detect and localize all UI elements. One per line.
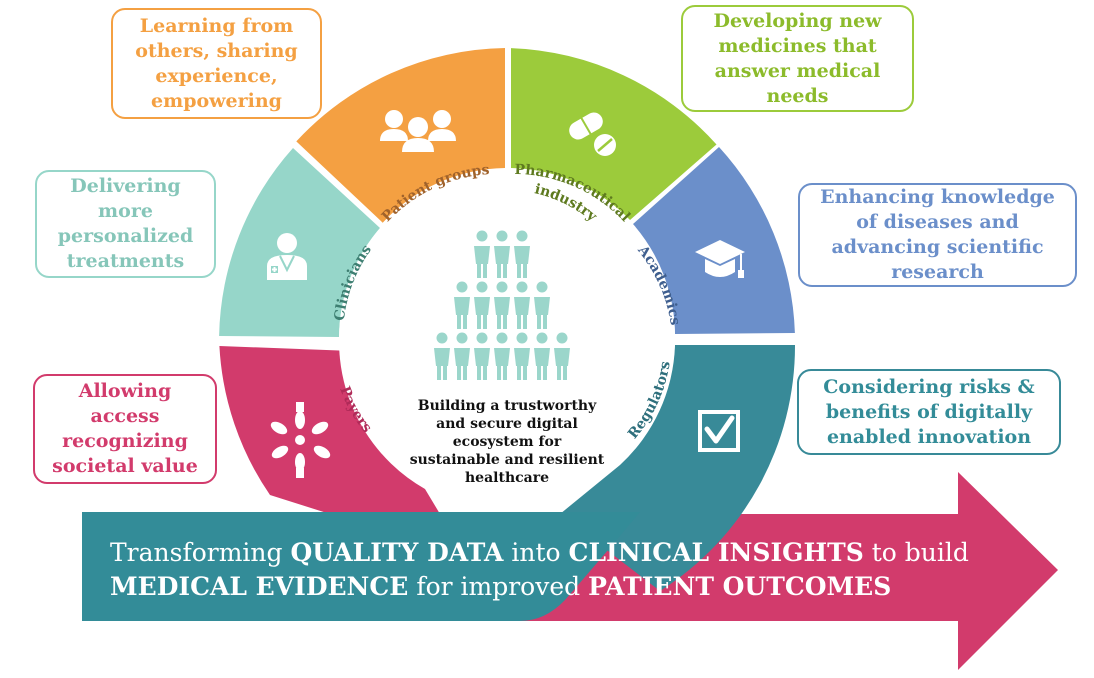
callout-clinicians-line-3: personalized: [57, 225, 194, 247]
callout-clinicians-line-4: treatments: [66, 250, 185, 272]
pills-icon: [569, 112, 616, 156]
callout-academics-line-3: advancing scientific: [831, 236, 1044, 258]
callout-patient-groups-line-3: experience,: [155, 64, 278, 87]
banner-text-1c: into: [503, 538, 569, 567]
callout-patient-groups-line-4: empowering: [151, 89, 282, 112]
callout-regulators-line-1: Considering risks &: [823, 375, 1035, 398]
callout-clinicians-line-2: more: [98, 200, 153, 222]
callout-academics-line-1: Enhancing knowledge: [820, 186, 1055, 208]
checkbox-icon: [698, 410, 740, 452]
segment-clinicians: [219, 148, 380, 337]
center-line-4: sustainable and resilient: [410, 452, 605, 468]
banner-patient-outcomes: PATIENT OUTCOMES: [588, 572, 892, 601]
callout-payers-line-4: societal value: [52, 455, 198, 477]
center-line-3: ecosystem for: [453, 434, 562, 450]
banner: [82, 512, 640, 621]
callout-pharma-line-4: needs: [766, 84, 829, 107]
banner-clinical-insights: CLINICAL INSIGHTS: [568, 538, 864, 567]
callout-regulators-line-2: benefits of digitally: [825, 400, 1033, 423]
callout-patient-groups: Learning from others, sharing experience…: [111, 8, 322, 119]
segment-payers: [219, 346, 440, 514]
callout-patient-groups-line-1: Learning from: [139, 14, 294, 37]
banner-line-2: MEDICAL EVIDENCE for improved PATIENT OU…: [110, 570, 990, 604]
center-line-5: healthcare: [465, 470, 549, 486]
banner-line-1: Transforming QUALITY DATA into CLINICAL …: [110, 536, 990, 570]
banner-quality-data: QUALITY DATA: [290, 538, 504, 567]
center-line-2: and secure digital: [436, 416, 578, 432]
people-group-icon: [380, 110, 456, 152]
segment-academics: [633, 147, 795, 334]
segment-pharma: [511, 48, 717, 220]
callout-pharma-line-1: Developing new: [713, 9, 882, 32]
callout-pharma: Developing new medicines that answer med…: [681, 5, 914, 112]
callout-clinicians: Delivering more personalized treatments: [35, 170, 216, 278]
banner-text-1e: to build: [863, 538, 969, 567]
graduation-cap-icon: [695, 240, 745, 278]
callout-payers-line-1: Allowing: [78, 380, 172, 402]
doctor-icon: [267, 233, 307, 280]
callout-patient-groups-line-2: others, sharing: [135, 39, 298, 62]
hands-circle-icon: [270, 402, 331, 478]
callout-pharma-line-2: medicines that: [718, 34, 877, 57]
banner-text-2b: for improved: [408, 572, 589, 601]
callout-regulators-line-3: enabled innovation: [826, 425, 1032, 448]
banner-text: Transforming QUALITY DATA into CLINICAL …: [110, 536, 990, 604]
center-text: Building a trustworthy and secure digita…: [410, 398, 605, 486]
callout-academics-line-4: research: [891, 261, 984, 283]
people-pyramid-icon: [434, 230, 570, 380]
banner-text-1a: Transforming: [110, 538, 291, 567]
callout-clinicians-line-1: Delivering: [70, 175, 181, 197]
callout-academics: Enhancing knowledge of diseases and adva…: [798, 183, 1077, 287]
callout-payers-line-2: access: [90, 405, 160, 427]
callout-regulators: Considering risks & benefits of digitall…: [797, 369, 1061, 455]
callout-payers-line-3: recognizing: [62, 430, 188, 452]
banner-medical-evidence: MEDICAL EVIDENCE: [110, 572, 409, 601]
callout-academics-line-2: of diseases and: [856, 211, 1019, 233]
callout-pharma-line-3: answer medical: [714, 59, 881, 82]
center-line-1: Building a trustworthy: [418, 398, 597, 414]
callout-payers: Allowing access recognizing societal val…: [33, 374, 217, 484]
